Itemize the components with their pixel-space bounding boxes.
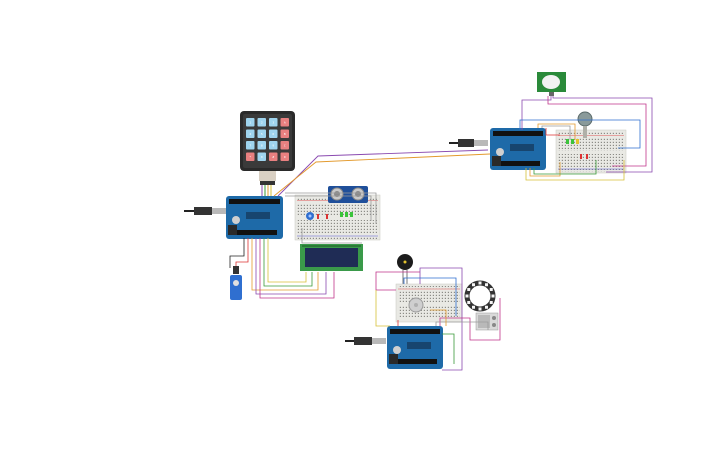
temperature-humidity-sensor[interactable] xyxy=(475,312,499,331)
keypad-key-label: 5 xyxy=(261,132,263,136)
keypad-key-label: C xyxy=(284,144,286,148)
potentiometer-1[interactable] xyxy=(306,212,314,220)
ring-led xyxy=(489,288,493,291)
pir-sensor[interactable] xyxy=(537,72,566,96)
keypad-key-B[interactable] xyxy=(280,129,290,139)
arduino1-lower-wires xyxy=(229,238,335,299)
circuit-buzzer-neopixel xyxy=(345,254,501,371)
keypad-key-label: # xyxy=(272,155,274,159)
ring-led xyxy=(467,288,471,291)
arduino-uno-2[interactable] xyxy=(490,128,546,170)
ring-led xyxy=(485,283,488,287)
keypad-key-label: A xyxy=(284,121,286,125)
leds-1 xyxy=(317,212,353,219)
keypad-key-*[interactable] xyxy=(246,152,255,162)
cross-wires xyxy=(273,149,491,197)
keypad-keys[interactable]: 1 2 3 A 4 5 6 B 7 8 9 C * 0 # D xyxy=(246,118,289,161)
ring-led xyxy=(478,307,482,311)
ring-led xyxy=(485,305,488,309)
ring-led xyxy=(472,305,475,309)
keypad-key-label: 1 xyxy=(249,121,251,125)
ring-led xyxy=(465,294,469,298)
keypad-key-#[interactable] xyxy=(269,152,278,162)
circuit3-wires xyxy=(375,267,501,371)
keypad-key-label: 0 xyxy=(261,155,263,159)
keypad-key-C[interactable] xyxy=(280,141,290,150)
keypad-key-label: * xyxy=(249,155,251,159)
keypad-key-A[interactable] xyxy=(280,118,290,127)
keypad[interactable]: 1 2 3 A 4 5 6 B 7 8 9 C * 0 # D xyxy=(240,111,295,185)
ring-led xyxy=(478,281,482,285)
pir-wires xyxy=(519,96,653,181)
piezo-buzzer[interactable] xyxy=(397,254,413,284)
bb1-wires xyxy=(285,192,377,244)
potentiometer-3[interactable] xyxy=(408,297,424,313)
ultrasonic-sensor[interactable] xyxy=(328,186,368,203)
circuit-pir xyxy=(449,72,653,181)
circuit-keypad-lcd: 1 2 3 A 4 5 6 B 7 8 9 C * 0 # D xyxy=(184,111,491,300)
keypad-key-9[interactable] xyxy=(269,141,278,150)
keypad-key-3[interactable] xyxy=(269,118,278,127)
arduino-uno-1[interactable] xyxy=(226,196,283,239)
keypad-key-8[interactable] xyxy=(257,141,267,150)
keypad-key-7[interactable] xyxy=(246,141,255,150)
ring-led xyxy=(472,283,475,287)
leds-2 xyxy=(566,139,588,159)
keypad-key-label: 8 xyxy=(261,144,263,148)
keypad-key-label: B xyxy=(284,132,286,136)
keypad-key-label: 6 xyxy=(272,132,274,136)
ring-led xyxy=(467,301,471,304)
keypad-key-label: 3 xyxy=(272,121,274,125)
keypad-key-label: D xyxy=(284,155,286,159)
usb-cable-3 xyxy=(345,337,386,345)
force-sensor[interactable] xyxy=(577,111,593,138)
keypad-key-4[interactable] xyxy=(246,129,255,139)
usb-cable-2 xyxy=(449,139,488,147)
keypad-key-5[interactable] xyxy=(257,129,267,139)
servo[interactable] xyxy=(230,266,242,300)
keypad-key-0[interactable] xyxy=(257,152,267,162)
keypad-key-label: 9 xyxy=(272,144,274,148)
keypad-key-1[interactable] xyxy=(246,118,255,127)
breadboard-2[interactable] xyxy=(555,129,627,174)
ring-led xyxy=(491,294,495,298)
keypad-key-D[interactable] xyxy=(280,152,290,162)
neopixel-ring[interactable] xyxy=(464,280,496,312)
keypad-key-label: 7 xyxy=(249,144,251,148)
ring-led xyxy=(489,301,493,304)
ring-leds xyxy=(465,281,495,311)
arduino-uno-3[interactable] xyxy=(387,326,443,369)
keypad-key-label: 2 xyxy=(261,121,263,125)
keypad-key-2[interactable] xyxy=(257,118,267,127)
lcd-16x2[interactable] xyxy=(300,244,363,271)
breadboard-3[interactable] xyxy=(395,283,463,323)
keypad-key-6[interactable] xyxy=(269,129,278,139)
keypad-key-label: 4 xyxy=(249,132,251,136)
usb-cable-1 xyxy=(184,207,226,215)
